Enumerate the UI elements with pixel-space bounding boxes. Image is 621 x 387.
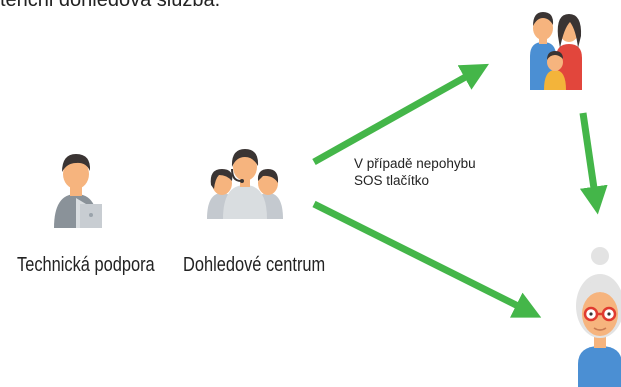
senior-woman-icon — [576, 247, 621, 387]
edge-note-line1: V případě nepohybu — [354, 156, 476, 171]
label-technical-support: Technická podpora — [17, 254, 155, 276]
edge-note: V případě nepohybu SOS tlačítko — [354, 155, 476, 189]
header-text: tehcni dohledova sluzba. — [0, 0, 221, 11]
arrow-center-to-senior — [312, 200, 542, 318]
arrow-family-to-senior — [579, 112, 608, 215]
arrow-center-to-family — [312, 63, 489, 166]
family-icon — [530, 12, 582, 90]
call-center-operators-icon — [207, 149, 283, 219]
edge-note-line2: SOS tlačítko — [354, 173, 430, 188]
technician-laptop-icon — [54, 154, 102, 228]
label-monitoring-center: Dohledové centrum — [183, 254, 326, 276]
